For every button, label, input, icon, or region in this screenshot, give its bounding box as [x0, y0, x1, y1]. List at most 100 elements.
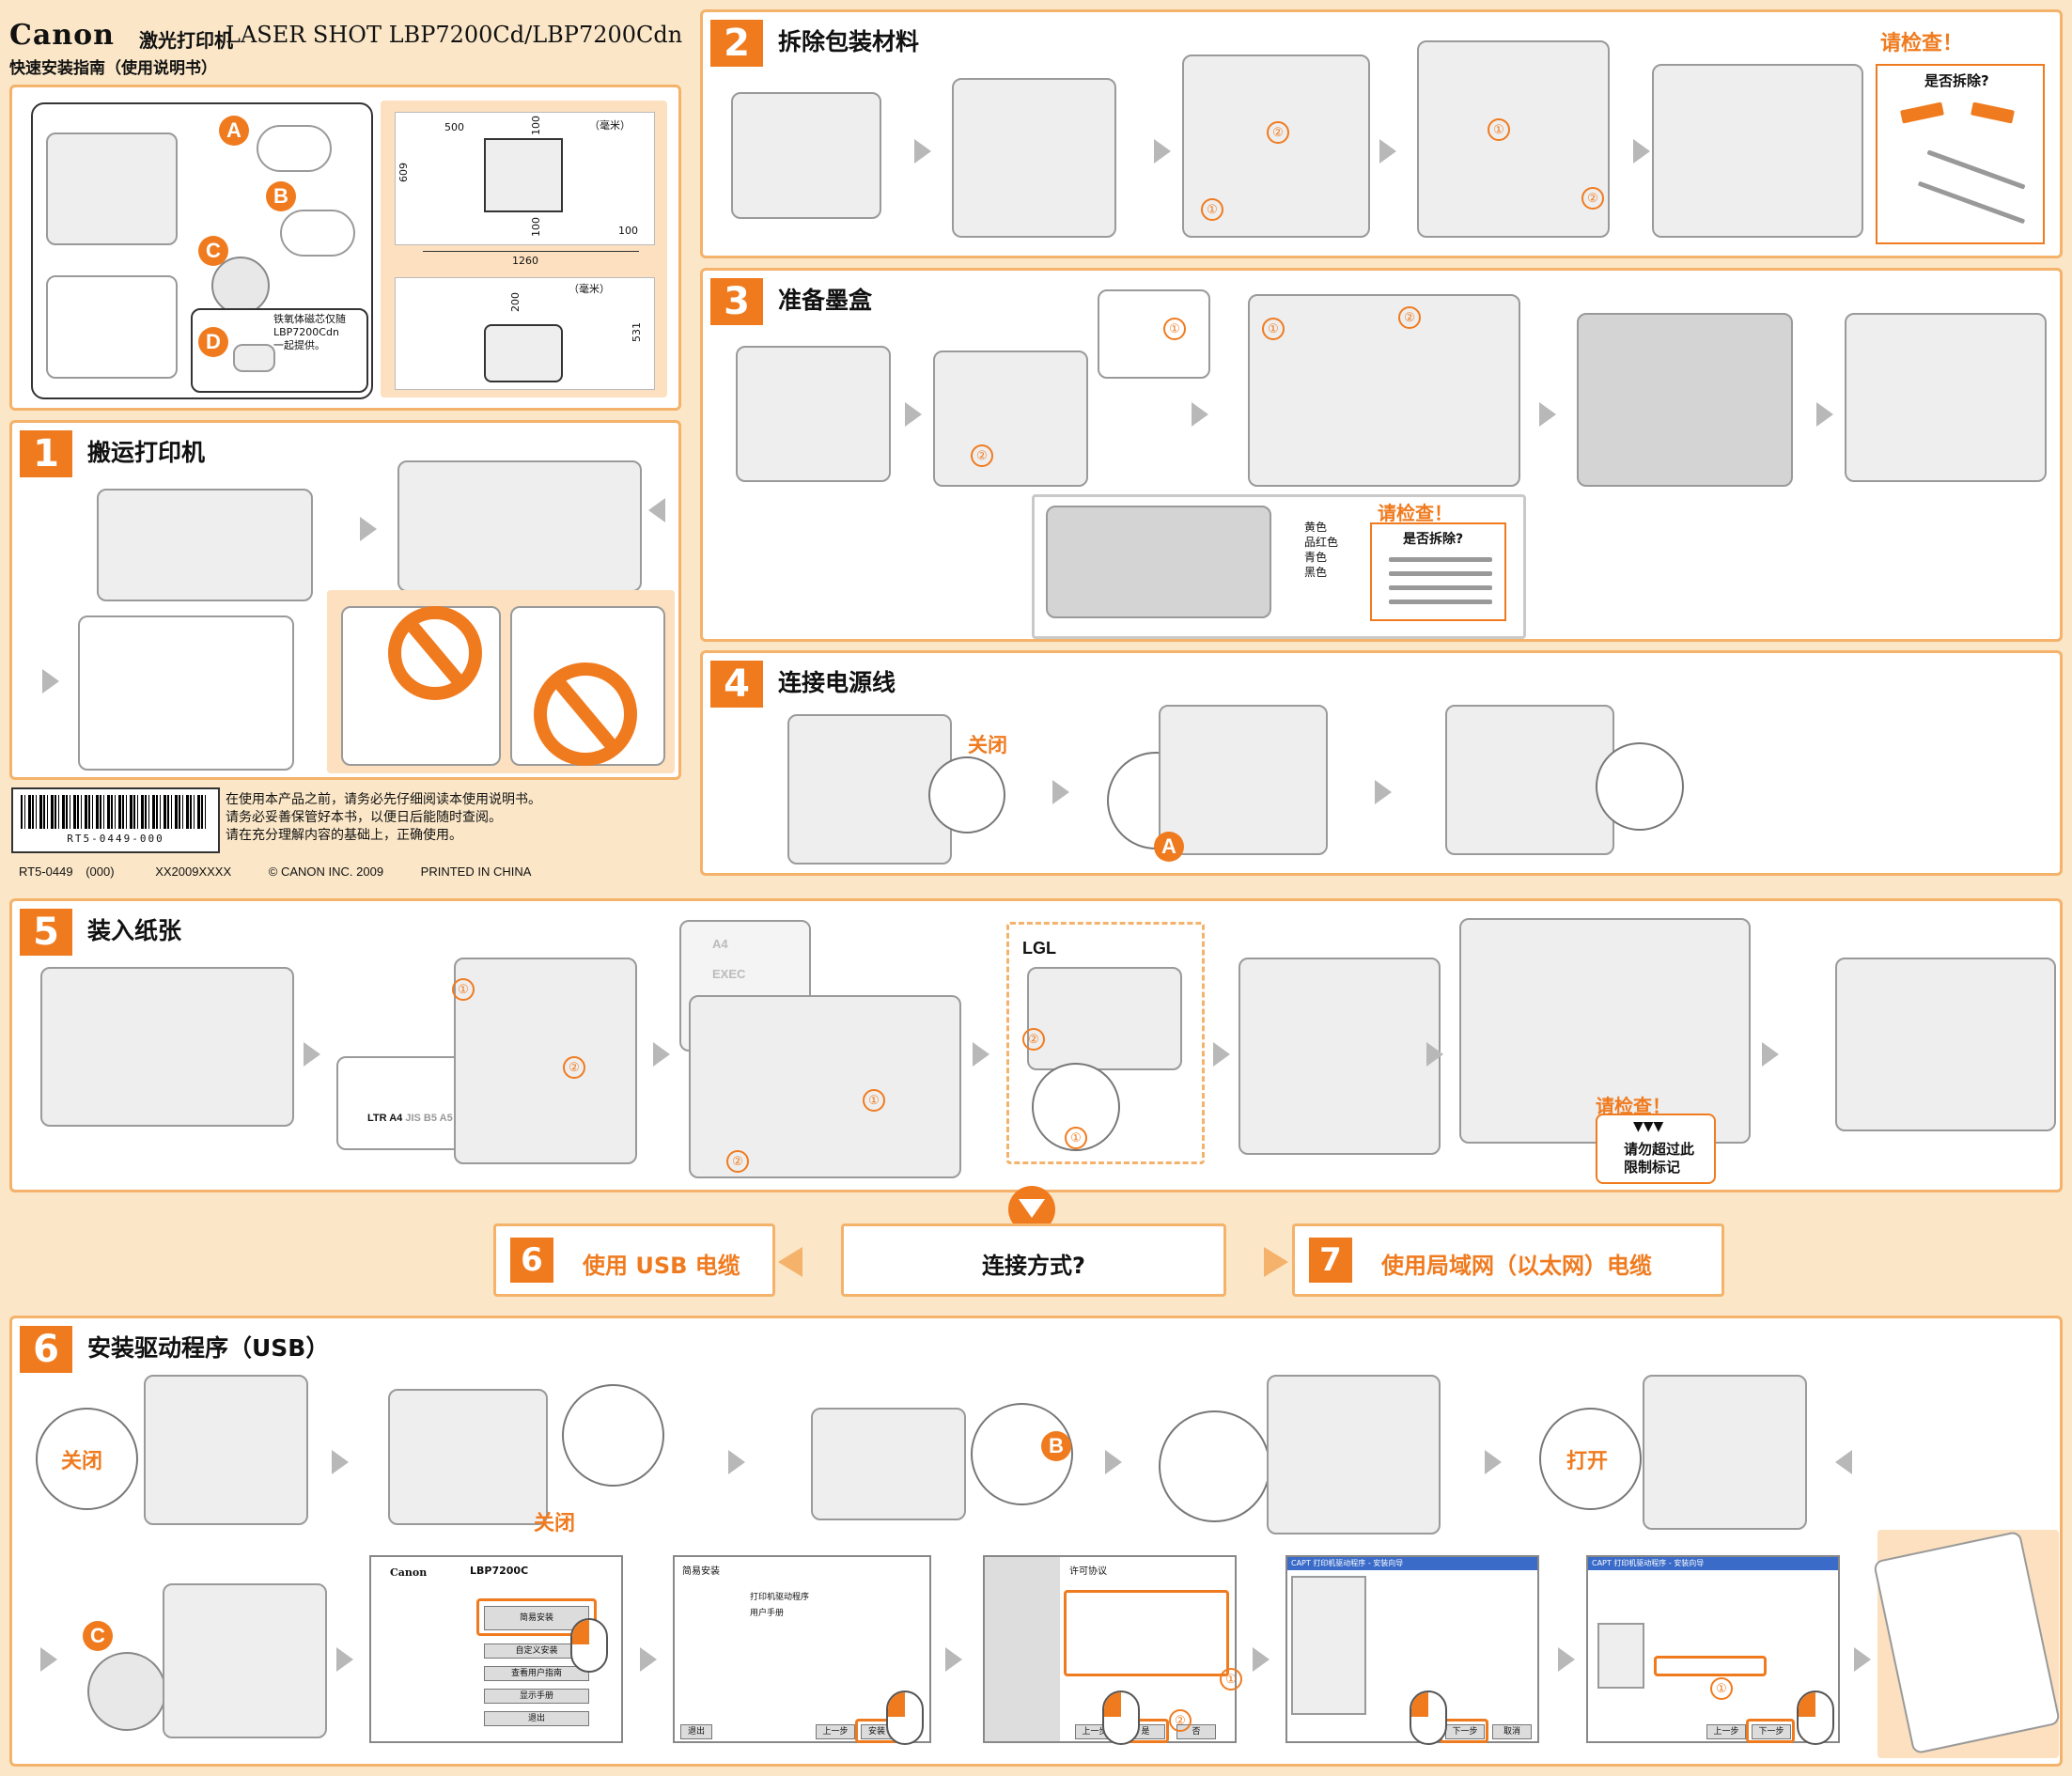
window-titlebar: CAPT 打印机驱动程序 - 安装向导 — [1287, 1557, 1537, 1570]
step-marker: ① — [1065, 1127, 1087, 1149]
step-marker: ① — [1220, 1668, 1242, 1690]
check-title: 请检查！ — [1378, 502, 1453, 524]
adjust-length-guide-illustration — [689, 995, 961, 1178]
install-button[interactable]: 安装 — [861, 1724, 893, 1739]
seal-strip-icon — [1389, 585, 1492, 590]
on-label: 打开 — [1566, 1450, 1609, 1473]
arrow-right-icon — [1192, 402, 1208, 427]
ferrite-note: 铁氧体磁芯仅随 LBP7200Cdn 一起提供。 — [273, 313, 346, 351]
step-marker: ① — [452, 978, 475, 1001]
arrow-left-icon — [778, 1247, 802, 1277]
step-marker: ② — [563, 1056, 585, 1079]
seal-strip-icon — [1389, 557, 1492, 562]
step-marker: ② — [1267, 121, 1289, 144]
printer-in-packaging-illustration — [97, 489, 313, 601]
arrow-right-icon — [1816, 402, 1833, 427]
highlight — [1654, 1656, 1767, 1676]
open-rear-cover-illustration — [952, 78, 1116, 238]
custom-install-button[interactable]: 自定义安装 — [484, 1644, 589, 1659]
arrow-right-icon — [42, 669, 59, 693]
arrow-right-icon — [728, 1450, 745, 1474]
insert-paper-drawer-illustration — [1835, 958, 2056, 1131]
option-number: 7 — [1309, 1238, 1352, 1283]
step-marker: ② — [971, 444, 993, 467]
connection-down-arrow-glyph — [1019, 1199, 1045, 1218]
power-cord-illustration — [257, 125, 332, 172]
mouse-icon — [886, 1690, 924, 1745]
step-6-number: 6 — [20, 1326, 72, 1373]
step-marker: ① — [863, 1089, 885, 1112]
highlight — [1064, 1590, 1229, 1676]
arrow-right-icon — [1052, 780, 1069, 804]
usb-option-graphic — [1597, 1623, 1644, 1689]
pull-out-paper-drawer-illustration — [40, 967, 294, 1127]
back-button[interactable]: 上一步 — [816, 1724, 855, 1739]
arrow-right-icon — [360, 517, 377, 541]
wizard-graphic — [1291, 1576, 1366, 1715]
mouse-icon — [1797, 1690, 1834, 1745]
exit-button[interactable]: 退出 — [484, 1711, 589, 1726]
arrow-right-icon — [905, 402, 922, 427]
option-number: 6 — [510, 1238, 553, 1283]
paper-limit-illustration — [1459, 918, 1751, 1144]
badge-b: B — [1041, 1431, 1071, 1461]
highlight — [476, 1598, 597, 1636]
usb-cable-illustration — [280, 210, 355, 257]
step-5-panel: 5 装入纸张 LTR A4 JIS B5 A5 ① ② A4 EXEC LTR … — [9, 898, 2063, 1192]
easy-install-screen: 简易安装 打印机驱动程序 用户手册 上一步 安装 退出 — [673, 1555, 931, 1745]
step-2-number: 2 — [710, 20, 763, 67]
step-marker: ① — [1163, 318, 1186, 340]
exit-button[interactable]: 退出 — [680, 1724, 712, 1739]
arrow-right-icon — [1426, 1042, 1443, 1067]
box-illustration — [46, 275, 178, 379]
step-6-title: 安装驱动程序（USB） — [87, 1334, 330, 1362]
step-6-panel: 6 安装驱动程序（USB） 关闭 关闭 B 打开 C Canon LBP7200… — [9, 1316, 2063, 1767]
badge-a: A — [1154, 832, 1184, 862]
step-marker: ② — [726, 1150, 749, 1173]
step-2-panel: 2 拆除包装材料 ① ② ① ② 请检查！ 是否拆除? — [700, 9, 2063, 258]
arrow-right-icon — [1762, 1042, 1779, 1067]
step-marker: ① — [1201, 198, 1223, 221]
computer-illustration — [1643, 1375, 1807, 1530]
connection-option-lan[interactable]: 7 使用局域网（以太网）电缆 — [1292, 1223, 1724, 1297]
arrow-right-icon — [336, 1647, 353, 1672]
contents-panel: A B C D 铁氧体磁芯仅随 LBP7200Cdn 一起提供。 （毫米） 50… — [9, 85, 681, 411]
connection-option-usb[interactable]: 6 使用 USB 电缆 — [493, 1223, 775, 1297]
plug-into-outlet-illustration — [1445, 705, 1614, 855]
adjust-width-guide-illustration — [454, 958, 637, 1164]
cd-illustration — [87, 1652, 166, 1731]
next-button[interactable]: 下一步 — [1752, 1724, 1791, 1739]
printer-illustration — [46, 132, 178, 245]
step-4-panel: 4 连接电源线 关闭 A — [700, 650, 2063, 876]
remove-cartridge-illustration — [1248, 294, 1520, 487]
arrow-right-icon — [1264, 1247, 1288, 1277]
badge-a: A — [219, 116, 249, 146]
lever-detail-illustration — [1098, 289, 1210, 379]
cancel-button[interactable]: 取消 — [1492, 1724, 1532, 1739]
power-switch-detail — [562, 1384, 664, 1487]
title-model: LASER SHOT LBP7200Cd/LBP7200Cdn — [226, 22, 683, 48]
installer-menu-screen: Canon LBP7200C 简易安装 自定义安装 查看用户指南 显示手册 退出 — [369, 1555, 623, 1743]
top-view-printer — [484, 138, 563, 212]
ferrite-core-illustration — [233, 344, 275, 372]
insert-tray-illustration — [1577, 313, 1793, 487]
wizard-welcome-screen: CAPT 打印机驱动程序 - 安装向导 下一步 取消 — [1285, 1555, 1539, 1745]
barcode-text: RT5-0449-000 — [67, 833, 164, 845]
step-2-title: 拆除包装材料 — [778, 28, 920, 55]
arrow-right-icon — [1253, 1647, 1270, 1672]
step-5-title: 装入纸张 — [87, 917, 182, 944]
usb-connect-detail — [1159, 1410, 1270, 1522]
dim-line — [423, 251, 639, 252]
arrow-right-icon — [1154, 139, 1171, 164]
step-5-number: 5 — [20, 909, 72, 956]
barcode-bars — [21, 795, 209, 829]
open-front-cover-illustration — [736, 346, 891, 482]
seal-strip-icon — [1389, 600, 1492, 604]
printer-lift-points-illustration — [397, 460, 642, 592]
show-manual-button[interactable]: 显示手册 — [484, 1689, 589, 1704]
user-guide-button[interactable]: 查看用户指南 — [484, 1666, 589, 1681]
back-button[interactable]: 上一步 — [1706, 1724, 1746, 1739]
arrow-right-icon — [1633, 139, 1650, 164]
badge-d: D — [198, 327, 228, 357]
arrow-right-icon — [973, 1042, 989, 1067]
